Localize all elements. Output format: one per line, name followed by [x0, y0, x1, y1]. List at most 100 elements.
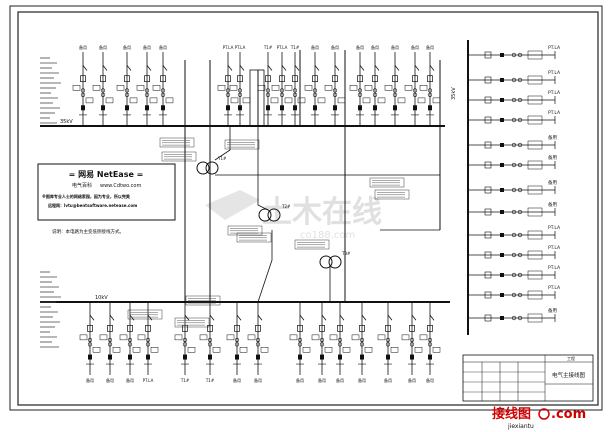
transformer-2: T2# — [258, 204, 291, 222]
transformer-3-label: T3# — [341, 251, 351, 256]
annotation-block — [236, 232, 272, 243]
conn-4 — [215, 170, 441, 176]
site-watermark-domain: jiexiantu — [507, 423, 534, 430]
site-watermark: 接线图 .com jiexiantu — [492, 406, 586, 430]
feeder-label: 备用 — [426, 377, 434, 383]
feeder-label: 备用 — [99, 44, 107, 50]
right-feeder-label: 备用 — [548, 134, 557, 141]
feeder-label: 备用 — [331, 44, 339, 50]
right-feeder-label: PT.LA — [548, 45, 561, 51]
right-feeder-bay: PT.LA — [468, 70, 561, 85]
feeder-label: PT.LA — [143, 378, 154, 383]
feeder-label: 备用 — [106, 377, 114, 383]
conn-5 — [257, 230, 273, 303]
feeder-label: 备用 — [126, 377, 134, 383]
feeder-bay: 备用 — [364, 44, 386, 126]
feeder-label: 备用 — [408, 377, 416, 383]
feeder-bay: 备用 — [384, 44, 406, 126]
feeder-label: 备用 — [159, 44, 167, 50]
transformer-1-label: T1# — [217, 156, 227, 161]
feeder-bay: 备用 — [116, 44, 138, 126]
feeder-bay: 备用 — [289, 302, 311, 383]
feeder-label: 备用 — [336, 377, 344, 383]
feeder-bay: PT.LA — [271, 45, 293, 126]
feeder-bay: 备用 — [401, 302, 423, 383]
conn-1 — [214, 126, 231, 161]
feeder-label: 备用 — [384, 377, 392, 383]
feeder-bay: 备用 — [419, 302, 441, 383]
right-feeder-bay: PT.LA — [468, 245, 561, 260]
feeder-bay: 备用 — [349, 44, 371, 126]
feeder-bay: 备用 — [99, 302, 121, 383]
feeder-label: 备用 — [426, 44, 434, 50]
site-watermark-suffix: .com — [551, 407, 586, 422]
upper-left-component-list — [40, 57, 61, 124]
feeder-label: 备用 — [356, 44, 364, 50]
right-feeder-bays: PT.LAPT.LAPT.LAPT.LA备用备用备用备用PT.LAPT.LAPT… — [468, 45, 561, 323]
right-feeder-label: PT.LA — [548, 265, 561, 271]
annotation-block — [294, 239, 330, 250]
feeder-bay: PT.LA — [229, 45, 251, 126]
feeder-label: 备用 — [79, 44, 87, 50]
right-feeder-bay: PT.LA — [468, 225, 561, 240]
feeder-label: PT.LA — [223, 45, 234, 50]
feeder-label: 备用 — [233, 377, 241, 383]
feeder-bay: 备用 — [79, 302, 101, 383]
feeder-label: T1# — [263, 45, 273, 50]
feeder-bay: T1# — [284, 45, 306, 126]
right-feeder-bay: PT.LA — [468, 265, 561, 280]
feeder-label: 备用 — [254, 377, 262, 383]
site-watermark-text: 接线图 — [492, 406, 531, 422]
riser-box — [249, 69, 265, 127]
conn-2 — [257, 126, 269, 211]
right-feeder-bay: PT.LA — [468, 45, 561, 60]
feeder-bay: 备用 — [351, 302, 373, 383]
site-watermark-circle-icon — [538, 408, 550, 420]
feeder-label: T1# — [290, 45, 300, 50]
right-feeder-label: PT.LA — [548, 245, 561, 251]
transformer-2-label: T2# — [281, 204, 291, 209]
feeder-bay: T1# — [257, 45, 279, 126]
right-feeder-bay: PT.LA — [468, 285, 561, 300]
feeder-bay: PT.LA — [217, 45, 239, 126]
annotation-block — [374, 189, 410, 200]
legend-site: www.Cdtwo.com — [100, 183, 141, 189]
legend-title: = 网易 NetEase = — [69, 170, 144, 179]
legend-subtitle: 电气百科 — [72, 182, 92, 189]
right-feeder-label: PT.LA — [548, 285, 561, 291]
feeder-label: 备用 — [123, 44, 131, 50]
annotation-block — [159, 137, 195, 148]
feeder-bay: 备用 — [377, 302, 399, 383]
feeder-bay: 备用 — [92, 44, 114, 126]
drawing-inner-border — [17, 11, 599, 406]
feeder-label: 备用 — [358, 377, 366, 383]
title-block-project-label: 工程 — [567, 355, 575, 361]
watermark: 土木在线 co188.com — [205, 190, 382, 241]
transformer-3: T3# — [319, 251, 351, 269]
feeder-bay: T1# — [174, 302, 196, 383]
feeder-bay: 备用 — [324, 44, 346, 126]
feeder-label: PT.LA — [235, 45, 246, 50]
feeder-bay: 备用 — [119, 302, 141, 383]
feeder-label: 备用 — [411, 44, 419, 50]
right-feeder-bay: 备用 — [468, 134, 557, 150]
watermark-subtext: co188.com — [300, 230, 355, 241]
legend-line-2: 远程网：lvtu@bentsoftware.netease.com — [48, 202, 137, 208]
feeder-label: 备用 — [371, 44, 379, 50]
bus-top-label: 35kV — [60, 119, 73, 125]
feeder-label: 备用 — [318, 377, 326, 383]
transformer-1: T1# — [196, 156, 227, 175]
feeder-bay: 备用 — [152, 44, 174, 126]
feeder-label: 备用 — [143, 44, 151, 50]
annotation-block — [185, 295, 221, 306]
title-block: 工程 电气主接线图 — [462, 354, 594, 402]
right-feeder-label: 备用 — [548, 201, 557, 208]
bus-bottom-label: 10kV — [95, 295, 108, 301]
drawing-note: 说明：本电路为主变低侧接线方式。 — [52, 228, 124, 235]
right-feeder-label: PT.LA — [548, 70, 561, 76]
annotation-block — [227, 225, 263, 236]
